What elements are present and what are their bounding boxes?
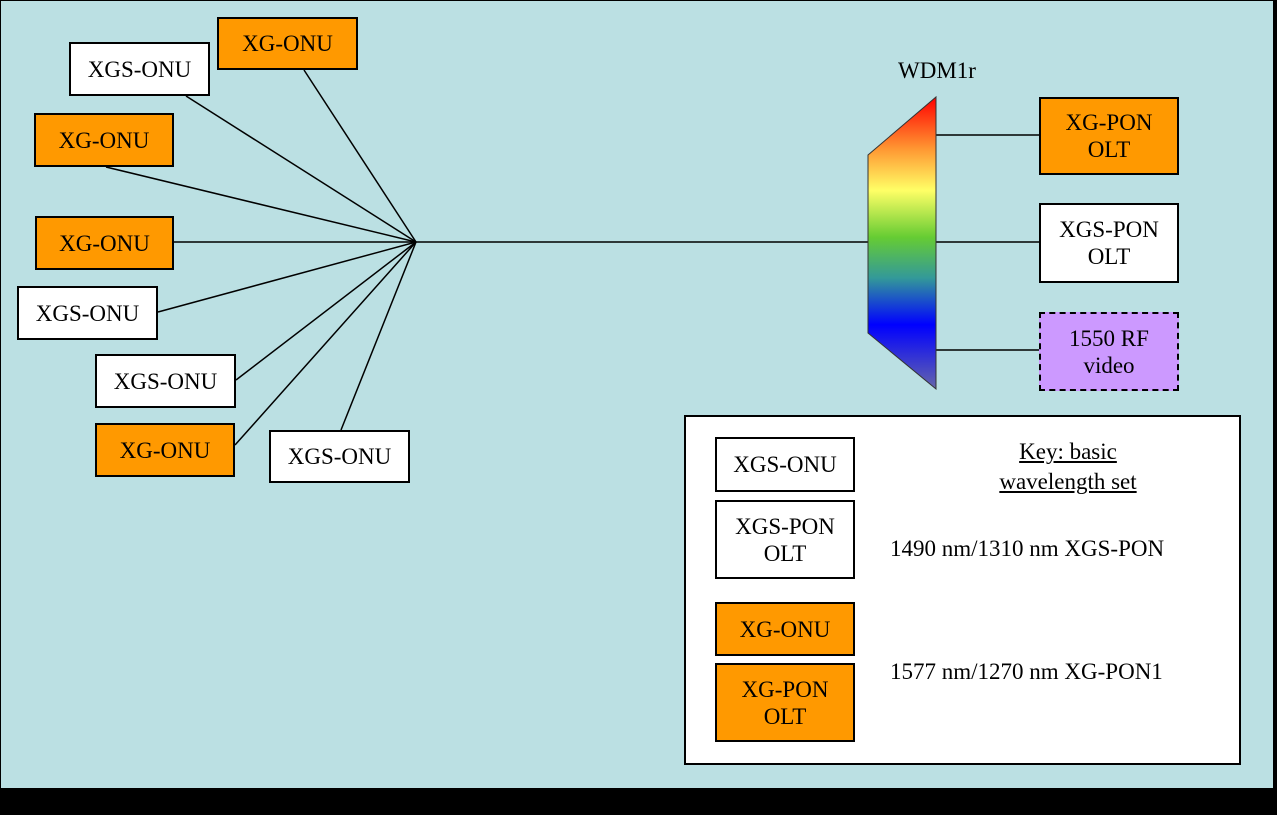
fiber-onu-7 xyxy=(234,241,417,446)
key-xg-description: 1577 nm/1270 nm XG-PON1 xyxy=(890,659,1163,684)
key-xg-olt-box: XG-PON OLT xyxy=(715,663,855,742)
key-xgs-onu-box: XGS-ONU xyxy=(715,437,855,492)
key-xgs-description: 1490 nm/1310 nm XGS-PON xyxy=(890,536,1165,561)
fiber-onu-8 xyxy=(340,241,417,431)
onu-box-7: XG-ONU xyxy=(95,423,235,477)
fiber-onu-6 xyxy=(235,241,417,381)
wdm1r-label: WDM1r xyxy=(898,58,976,83)
fiber-onu-3 xyxy=(105,166,417,243)
wdm1r-multiplexer xyxy=(867,95,937,391)
xgs-pon-olt-box: XGS-PON OLT xyxy=(1039,203,1179,283)
key-title: Key: basic wavelength set xyxy=(999,439,1137,494)
fiber-onu-2 xyxy=(303,69,417,243)
onu-box-6: XGS-ONU xyxy=(95,354,236,408)
onu-box-5: XGS-ONU xyxy=(17,286,158,340)
fiber-onu-5 xyxy=(157,241,417,313)
onu-box-8: XGS-ONU xyxy=(269,430,410,483)
onu-box-2: XG-ONU xyxy=(217,17,358,70)
fiber-lines xyxy=(105,69,1039,446)
xg-pon-olt-box: XG-PON OLT xyxy=(1039,97,1179,175)
onu-box-4: XG-ONU xyxy=(35,216,174,270)
onu-box-3: XG-ONU xyxy=(34,113,174,167)
key-xg-onu-box: XG-ONU xyxy=(715,602,855,656)
key-xgs-olt-box: XGS-PON OLT xyxy=(715,500,855,579)
fiber-onu-1 xyxy=(185,95,417,243)
rf-video-box: 1550 RF video xyxy=(1039,312,1179,391)
onu-box-1: XGS-ONU xyxy=(69,42,210,96)
